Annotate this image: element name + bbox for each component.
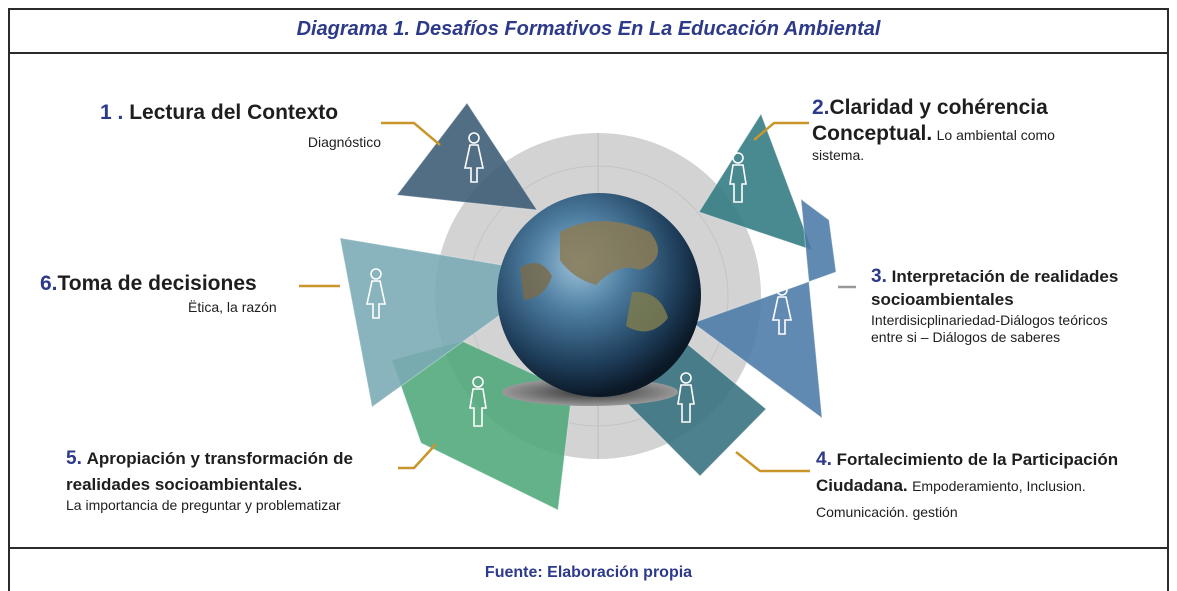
- label-2-number: 2.: [812, 96, 830, 119]
- continent-australia: [626, 291, 668, 332]
- label-5-heading: Apropiación y transformación de: [86, 449, 353, 468]
- label-4-sub2: Comunicación. gestión: [816, 504, 958, 520]
- person-icon-5: [469, 376, 487, 427]
- label-2-heading2: Conceptual.: [812, 122, 933, 145]
- label-6-number: 6.: [40, 272, 58, 295]
- diagram-title: Diagrama 1. Desafíos Formativos En La Ed…: [296, 18, 881, 40]
- label-3-sub2: entre si – Diálogos de saberes: [871, 329, 1061, 345]
- label-3-heading: Interpretación de realidades: [891, 267, 1119, 286]
- continent-india: [520, 263, 552, 300]
- label-3-number: 3.: [871, 266, 887, 287]
- person-icon-2: [729, 152, 747, 203]
- person-icon-3: [772, 284, 792, 335]
- label-4-heading2: Ciudadana.: [816, 476, 908, 495]
- source-divider: [8, 547, 1169, 549]
- connector-1: [381, 121, 441, 146]
- label-3: 3. Interpretación de realidades socioamb…: [871, 266, 1171, 345]
- label-6-heading: Toma de decisiones: [57, 272, 257, 295]
- sector-2: [698, 112, 813, 251]
- label-4: 4. Fortalecimiento de la Participación C…: [816, 449, 1171, 520]
- label-2-sub2: sistema.: [812, 147, 865, 163]
- connector-4: [735, 451, 810, 473]
- label-4-number: 4.: [816, 449, 832, 470]
- sector-3: [691, 197, 837, 420]
- person-icon-4: [677, 372, 695, 423]
- label-2: 2.Claridad y cohérencia Conceptual. Lo a…: [812, 96, 1152, 163]
- label-1: 1 . Lectura del Contexto Diagnóstico: [100, 101, 400, 150]
- connector-lines: [299, 121, 856, 473]
- person-icon-6: [366, 268, 386, 319]
- label-2-heading: Claridad y cohérencia: [829, 96, 1048, 119]
- label-1-sub: Diagnóstico: [307, 134, 381, 150]
- source-note: Fuente: Elaboración propia: [484, 564, 693, 581]
- connector-2: [753, 121, 809, 141]
- label-4-heading: Fortalecimiento de la Participación: [836, 450, 1119, 469]
- label-5-number: 5.: [66, 448, 82, 469]
- label-3-sub: Interdisicplinariedad-Diálogos teóricos: [871, 312, 1108, 328]
- person-icons: [366, 132, 792, 427]
- label-3-heading2: socioambientales: [871, 290, 1014, 309]
- label-5: 5. Apropiación y transformación de reali…: [66, 448, 406, 513]
- label-6-sub: Ëtica, la razón: [188, 299, 277, 315]
- label-1-number: 1 .: [100, 101, 124, 124]
- person-icon-1: [464, 132, 484, 183]
- label-4-sub: Empoderamiento, Inclusion.: [912, 478, 1086, 494]
- diagram-frame: [8, 8, 1169, 591]
- label-2-sub: Lo ambiental como: [936, 127, 1055, 143]
- continent-asia: [560, 221, 658, 285]
- label-5-heading2: realidades socioambientales.: [66, 475, 303, 494]
- connector-5: [398, 443, 437, 470]
- title-divider: [8, 52, 1169, 54]
- label-6: 6.Toma de decisiones Ëtica, la razón: [40, 272, 300, 315]
- label-5-sub: La importancia de preguntar y problemati…: [66, 497, 341, 513]
- label-1-heading: Lectura del Contexto: [129, 101, 339, 124]
